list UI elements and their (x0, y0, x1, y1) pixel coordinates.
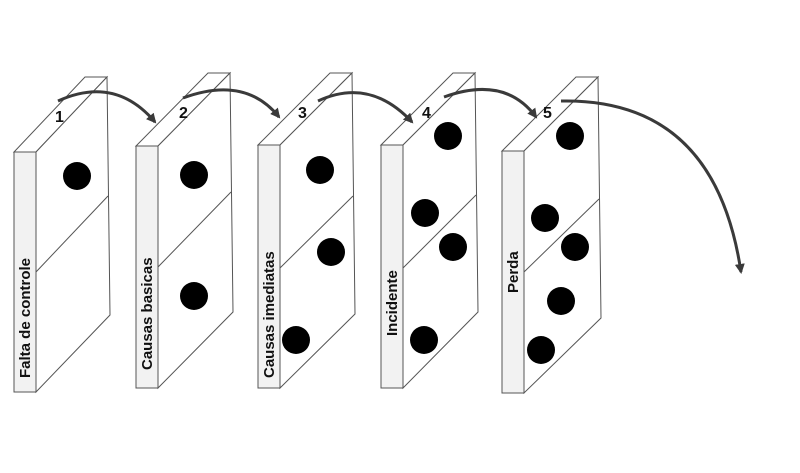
arrows (57, 87, 745, 274)
domino-number: 2 (179, 105, 188, 122)
domino-label: Falta de controle (17, 258, 34, 378)
domino-pip (317, 238, 345, 266)
domino-pip (411, 199, 439, 227)
domino-label: Incidente (384, 270, 401, 336)
domino-pip (547, 287, 575, 315)
curved-arrow (443, 87, 538, 119)
domino-pip (410, 326, 438, 354)
domino-3: Causas imediatas 3 (256, 71, 356, 390)
domino-pip (306, 156, 334, 184)
curved-arrow (317, 91, 414, 124)
domino-pip (556, 122, 584, 150)
domino-divider (279, 195, 354, 269)
curved-arrow (57, 90, 157, 124)
domino-divider (35, 195, 109, 273)
domino-pip (527, 336, 555, 364)
domino-side (257, 144, 281, 389)
domino-side (13, 151, 37, 393)
domino-side (380, 144, 404, 389)
domino-number: 4 (422, 105, 431, 122)
domino-pip (531, 204, 559, 232)
domino-number: 1 (55, 109, 64, 126)
domino-1: Falta de controle 1 (12, 75, 111, 394)
curved-arrow (182, 88, 281, 119)
domino-label: Causas basicas (139, 257, 156, 370)
domino-number: 3 (298, 105, 307, 122)
domino-pip (180, 282, 208, 310)
domino-number: 5 (543, 105, 552, 122)
domino-divider (157, 191, 232, 268)
domino-side (135, 145, 159, 389)
domino-pip (561, 233, 589, 261)
domino-pip (439, 233, 467, 261)
domino-4: Incidente 4 (379, 71, 479, 390)
domino-2: Causas basicas 2 (134, 71, 234, 390)
domino-pip (180, 161, 208, 189)
domino-side (501, 150, 525, 394)
domino-label: Causas imediatas (261, 251, 278, 378)
domino-pip (63, 162, 91, 190)
domino-5: Perda 5 (500, 75, 602, 395)
domino-divider (523, 198, 600, 273)
domino-pip (434, 122, 462, 150)
domino-label: Perda (505, 251, 522, 293)
curved-arrow-final (560, 99, 745, 274)
domino-pip (282, 326, 310, 354)
domino-divider (402, 194, 477, 269)
